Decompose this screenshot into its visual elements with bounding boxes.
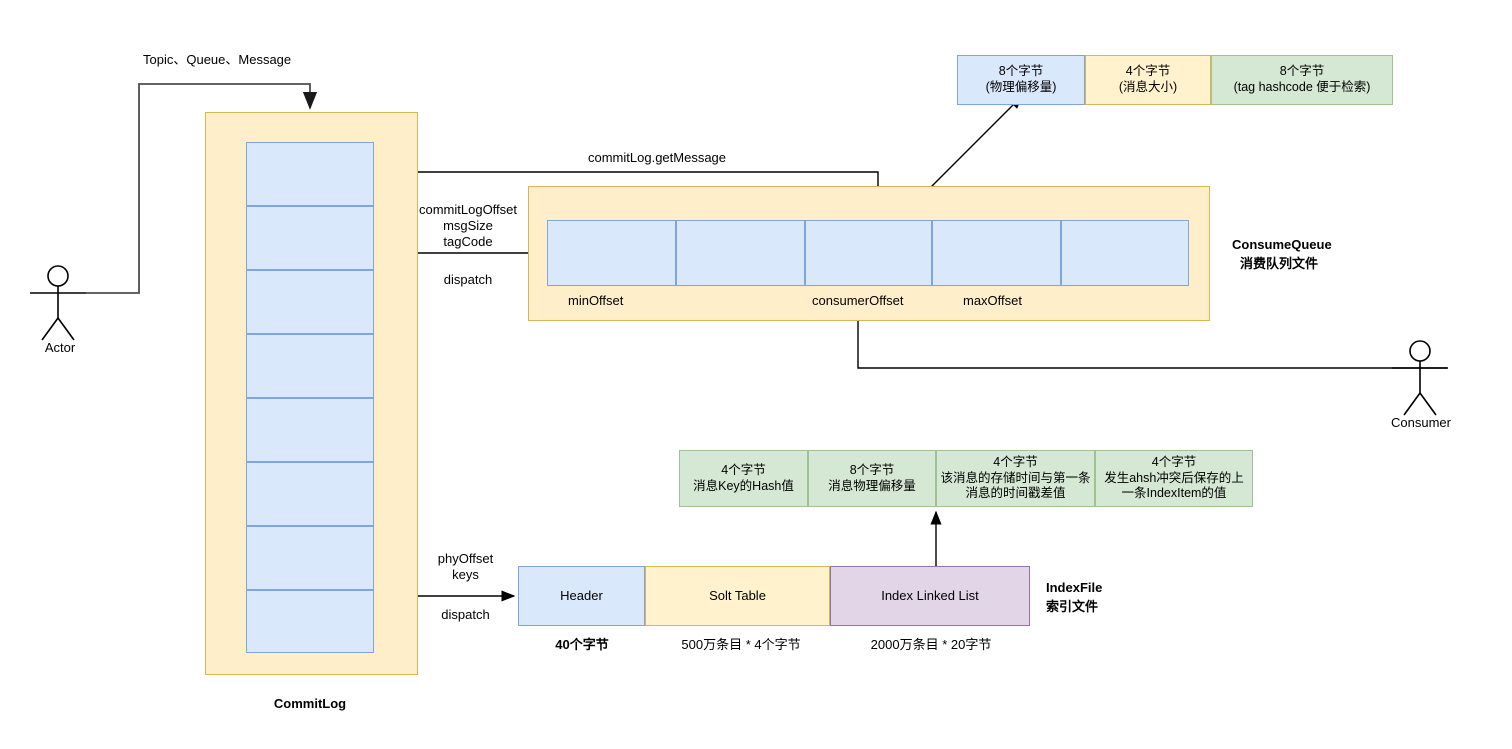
indexfile-segment-index-linked-list-name: Index Linked List	[881, 587, 979, 603]
consumequeue-consumeroffset-label: consumerOffset	[812, 293, 904, 308]
cq-entry-field-1[interactable]: 4个字节 (消息大小)	[1085, 55, 1211, 105]
consumequeue-title-cn: 消费队列文件	[1240, 256, 1319, 271]
dispatch-cq-action: dispatch	[443, 272, 493, 287]
indexfile-segment-header-name: Header	[560, 587, 603, 603]
dispatch-cq-line3: tagCode	[443, 234, 493, 249]
cq-entry-field-1-desc: (消息大小)	[1118, 80, 1178, 94]
indexfile-segment-slot-table-name: Solt Table	[709, 587, 766, 603]
index-entry-field-3-desc: 发生ahsh冲突后保存的上一条IndexItem的值	[1104, 470, 1244, 501]
actor-figure	[30, 265, 86, 341]
consumequeue-minoffset-label: minOffset	[568, 293, 624, 308]
index-entry-field-0[interactable]: 4个字节 消息Key的Hash值	[679, 450, 808, 507]
consumequeue-cell[interactable]	[1061, 220, 1189, 286]
commitlog-cell[interactable]	[246, 590, 374, 653]
commitlog-cell[interactable]	[246, 334, 374, 398]
index-entry-field-3-size: 4个字节	[1151, 455, 1197, 470]
indexfile-header-size: 40个字节	[555, 637, 609, 652]
indexfile-index-linked-list-size: 2000万条目 * 20字节	[870, 637, 992, 652]
consumequeue-cell[interactable]	[547, 220, 676, 286]
indexfile-title-en: IndexFile	[1046, 580, 1103, 595]
index-entry-field-2[interactable]: 4个字节 该消息的存储时间与第一条消息的时间戳差值	[936, 450, 1095, 507]
cq-entry-field-1-size: 4个字节	[1125, 64, 1171, 79]
index-entry-field-0-size: 4个字节	[721, 462, 766, 477]
indexfile-segment-index-linked-list[interactable]: Index Linked List	[830, 566, 1030, 626]
cq-entry-layout: 8个字节 (物理偏移量) 4个字节 (消息大小) 8个字节 (tag hashc…	[957, 55, 1393, 105]
commitlog-cell[interactable]	[246, 142, 374, 206]
index-entry-field-1-desc: 消息物理偏移量	[828, 478, 916, 493]
dispatch-cq-line1: commitLogOffset	[418, 202, 518, 217]
indexfile-segment-header[interactable]: Header	[518, 566, 645, 626]
index-entry-field-1[interactable]: 8个字节 消息物理偏移量	[808, 450, 936, 507]
actor-label: Actor	[44, 340, 76, 355]
cq-entry-field-0-desc: (物理偏移量)	[985, 80, 1057, 94]
commitlog-cells	[246, 142, 374, 653]
index-entry-field-2-size: 4个字节	[993, 455, 1038, 470]
consumequeue-cell-consumeroffset[interactable]	[805, 220, 932, 286]
index-entry-field-3[interactable]: 4个字节 发生ahsh冲突后保存的上一条IndexItem的值	[1095, 450, 1253, 507]
dispatch-index-line2: keys	[452, 567, 479, 582]
cq-entry-field-0-size: 8个字节	[998, 64, 1044, 79]
indexfile-layout: Header Solt Table Index Linked List	[518, 566, 1030, 626]
commitlog-cell[interactable]	[246, 398, 374, 462]
commitlog-cell[interactable]	[246, 462, 374, 526]
index-entry-field-2-desc: 该消息的存储时间与第一条消息的时间戳差值	[940, 470, 1091, 501]
cq-entry-field-0[interactable]: 8个字节 (物理偏移量)	[957, 55, 1085, 105]
consumequeue-cell[interactable]	[932, 220, 1061, 286]
consumequeue-maxoffset-label: maxOffset	[963, 293, 1023, 308]
cq-entry-field-2-desc: (tag hashcode 便于检索)	[1233, 80, 1371, 94]
actor-flow-label: Topic、Queue、Message	[143, 52, 292, 67]
indexfile-segment-slot-table[interactable]: Solt Table	[645, 566, 830, 626]
indexfile-slot-table-size: 500万条目 * 4个字节	[681, 637, 801, 652]
index-entry-layout: 4个字节 消息Key的Hash值 8个字节 消息物理偏移量 4个字节 该消息的存…	[679, 450, 1253, 507]
commitlog-cell[interactable]	[246, 526, 374, 590]
consumequeue-title-en: ConsumeQueue	[1232, 237, 1332, 252]
consumer-figure	[1392, 340, 1448, 416]
consumequeue-cell[interactable]	[676, 220, 805, 286]
commitlog-cell[interactable]	[246, 270, 374, 334]
cq-entry-field-2[interactable]: 8个字节 (tag hashcode 便于检索)	[1211, 55, 1393, 105]
indexfile-title-cn: 索引文件	[1046, 599, 1099, 614]
commitlog-cell[interactable]	[246, 206, 374, 270]
index-entry-field-1-size: 8个字节	[849, 462, 895, 477]
consumequeue-cells	[547, 220, 1189, 286]
dispatch-index-line1: phyOffset	[437, 551, 494, 566]
get-message-label: commitLog.getMessage	[588, 150, 727, 165]
dispatch-index-action: dispatch	[441, 607, 490, 622]
dispatch-cq-line2: msgSize	[443, 218, 493, 233]
cq-entry-field-2-size: 8个字节	[1279, 64, 1325, 79]
consumer-label: Consumer	[1391, 415, 1451, 430]
commitlog-label: CommitLog	[273, 696, 347, 711]
index-entry-field-0-desc: 消息Key的Hash值	[693, 478, 794, 493]
